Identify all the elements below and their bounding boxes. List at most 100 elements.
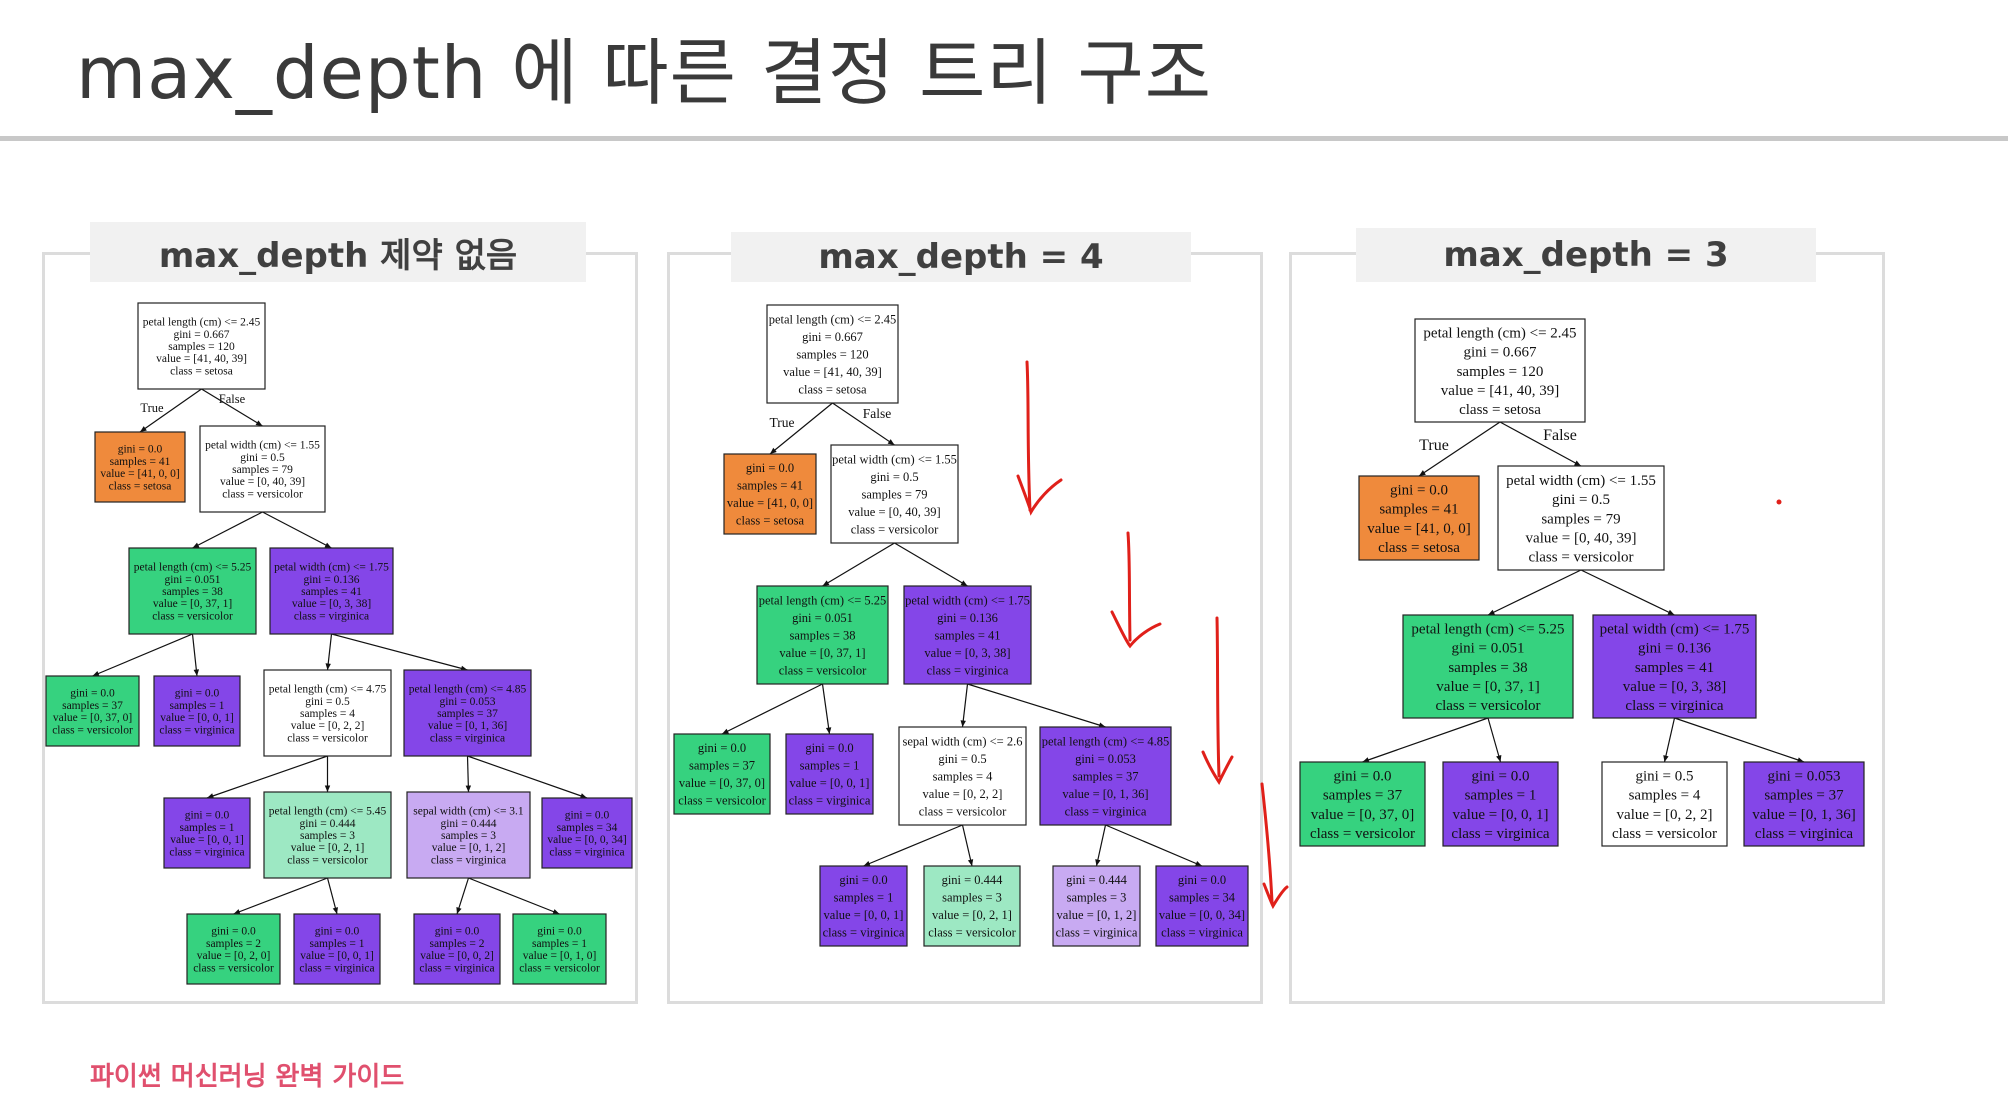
tree-node-line: petal length (cm) <= 4.85	[409, 684, 527, 696]
edge-label-false: False	[219, 392, 246, 406]
tree-node-line: class = versicolor	[52, 724, 133, 736]
tree-node-line: class = virginica	[294, 610, 369, 622]
tree-node-line: class = setosa	[1378, 540, 1460, 556]
tree-node-line: samples = 41	[301, 586, 362, 598]
tree-edge	[769, 402, 833, 455]
tree-node-line: sepal width (cm) <= 3.1	[413, 806, 524, 818]
tree-node-line: class = setosa	[109, 480, 172, 492]
tree-node-line: value = [41, 0, 0]	[100, 468, 179, 480]
tree-node-box	[403, 669, 532, 757]
tree-node-line: class = virginica	[823, 926, 905, 940]
tree-node-line: class = setosa	[1459, 402, 1541, 418]
tree-node-line: samples = 4	[300, 708, 355, 720]
slide-title: max_depth 에 따른 결정 트리 구조	[76, 31, 1213, 115]
tree-node-line: samples = 41	[934, 628, 1000, 642]
tree-node-line: class = virginica	[299, 962, 374, 974]
edge-label-false: False	[1543, 427, 1577, 444]
annotation-arrow-4	[1260, 782, 1289, 910]
tree-node-line: gini = 0.0	[175, 688, 220, 700]
edge-label-false: False	[863, 406, 892, 421]
tree-node-line: value = [41, 0, 0]	[727, 496, 813, 510]
tree-edge-arrowhead	[1667, 609, 1675, 615]
tree-edge-arrowhead	[960, 720, 966, 727]
tree-node-box	[128, 547, 257, 635]
tree-node-line: class = virginica	[169, 846, 244, 858]
tree-node-line: samples = 37	[1323, 788, 1403, 804]
annotation-dot	[1776, 499, 1782, 505]
tree-node-line: class = virginica	[1625, 698, 1724, 714]
tree-edge	[1418, 421, 1501, 477]
tree-edge-arrowhead	[255, 420, 263, 426]
tree-edge-arrowhead	[324, 542, 332, 548]
tree-node-line: petal length (cm) <= 2.45	[1423, 325, 1576, 341]
tree-node-line: value = [0, 3, 38]	[924, 646, 1010, 660]
tree-edge	[92, 633, 193, 677]
tree-node-box	[1402, 614, 1574, 719]
tree-node-box	[199, 425, 326, 513]
tree-edge-arrowhead	[1496, 755, 1502, 762]
tree-edge-arrowhead	[92, 670, 100, 677]
tree-edge	[961, 683, 969, 728]
tree-node-box	[898, 726, 1027, 826]
tree-node-line: petal width (cm) <= 1.75	[274, 562, 389, 574]
tree-edge-arrowhead	[863, 861, 871, 867]
tree-node-line: samples = 37	[1072, 769, 1138, 783]
tree-node-line: petal length (cm) <= 4.85	[1042, 734, 1170, 748]
tree-node-box	[94, 431, 186, 503]
tree-node-line: gini = 0.136	[303, 574, 359, 586]
tree-node-line: value = [0, 1, 2]	[1057, 908, 1137, 922]
tree-edge-arrowhead	[967, 859, 974, 866]
tree-node-line: gini = 0.136	[1638, 641, 1712, 657]
tree-node-line: samples = 37	[1764, 788, 1844, 804]
tree-edge	[821, 683, 831, 735]
tree-node-box	[406, 791, 531, 879]
tree-node-line: gini = 0.0	[1178, 873, 1226, 887]
tree-node-line: gini = 0.444	[299, 818, 355, 830]
tree-node-line: class = virginica	[1161, 926, 1243, 940]
tree-node-line: value = [0, 0, 1]	[300, 950, 374, 962]
tree-node-line: samples = 34	[557, 822, 618, 834]
tree-edge	[191, 633, 198, 677]
tree-node-line: samples = 2	[206, 938, 261, 950]
tree-node-box	[263, 669, 392, 757]
tree-node-line: class = virginica	[789, 794, 871, 808]
panel-header-unlimited: max_depth 제약 없음	[90, 222, 586, 282]
tree-node-box	[1743, 761, 1865, 847]
tree-edge	[192, 511, 263, 549]
tree-node-line: samples = 3	[942, 891, 1002, 905]
tree-node-line: samples = 1	[309, 938, 364, 950]
tree-node-line: samples = 2	[429, 938, 484, 950]
tree-edge-arrowhead	[140, 426, 147, 432]
tree-edge	[233, 877, 328, 915]
tree-node-line: samples = 37	[689, 759, 755, 773]
tree-edge-arrowhead	[825, 727, 832, 734]
tree-node-line: samples = 41	[737, 479, 803, 493]
tree-node-line: samples = 4	[933, 769, 994, 783]
tree-node-line: samples = 3	[300, 830, 355, 842]
tree-node-line: samples = 37	[62, 700, 123, 712]
tree-node-line: petal length (cm) <= 2.45	[143, 317, 261, 329]
tree-node-line: samples = 41	[1379, 502, 1458, 518]
tree-node-line: value = [0, 2, 0]	[197, 950, 271, 962]
tree-node-line: gini = 0.051	[1451, 641, 1524, 657]
tree-edge	[1580, 569, 1675, 616]
tree-node-box	[1155, 865, 1249, 947]
tree-node-line: class = versicolor	[287, 732, 368, 744]
tree-node-box	[186, 913, 281, 985]
tree-node-line: samples = 120	[1457, 364, 1544, 380]
